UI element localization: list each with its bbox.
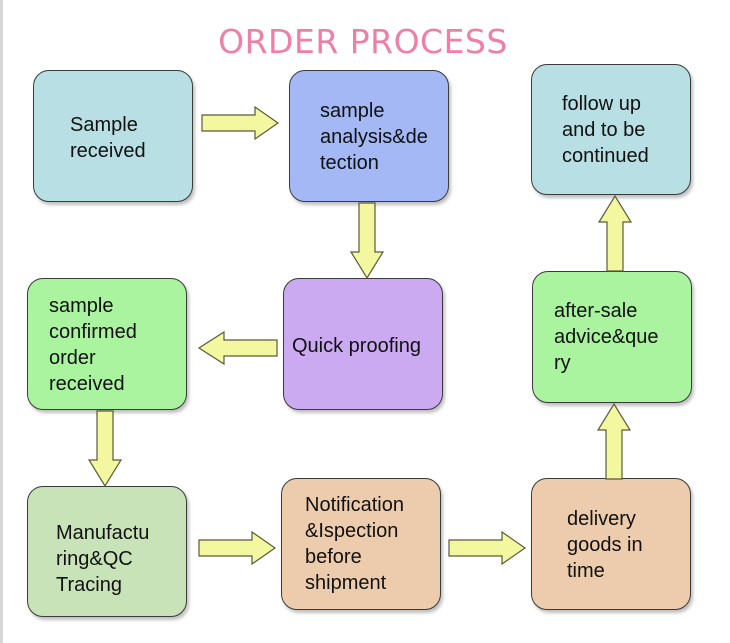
step-follow-up-label: follow up and to be continued bbox=[562, 93, 649, 167]
step-sample-received-label: Sample received bbox=[70, 114, 146, 162]
step-quick-proofing-label: Quick proofing bbox=[292, 335, 421, 357]
left-border bbox=[0, 0, 3, 643]
step-sample-confirmed-label: sample confirmed order received bbox=[49, 295, 137, 395]
step-sample-confirmed: sample confirmed order received bbox=[27, 278, 187, 410]
step-sample-analysis-label: sample analysis&de tection bbox=[320, 100, 428, 174]
diagram-title: ORDER PROCESS bbox=[218, 22, 508, 61]
arrow-right-2 bbox=[198, 530, 277, 566]
step-delivery-label: delivery goods in time bbox=[567, 508, 643, 582]
arrow-down-1 bbox=[349, 202, 385, 280]
arrow-up-1 bbox=[596, 402, 632, 480]
step-notification: Notification &Ispection before shipment bbox=[281, 478, 441, 610]
arrow-right-3 bbox=[448, 530, 527, 566]
step-manufacturing: Manufactu ring&QC Tracing bbox=[27, 486, 187, 617]
arrow-up-2 bbox=[597, 194, 633, 272]
step-notification-label: Notification &Ispection before shipment bbox=[305, 494, 404, 594]
step-manufacturing-label: Manufactu ring&QC Tracing bbox=[56, 522, 150, 596]
step-after-sale-label: after-sale advice&que ry bbox=[554, 300, 659, 374]
step-sample-analysis: sample analysis&de tection bbox=[289, 70, 449, 202]
step-follow-up: follow up and to be continued bbox=[531, 64, 691, 195]
arrow-down-2 bbox=[87, 410, 123, 488]
step-delivery: delivery goods in time bbox=[531, 478, 691, 610]
step-after-sale: after-sale advice&que ry bbox=[532, 271, 692, 403]
step-sample-received: Sample received bbox=[33, 70, 193, 202]
step-quick-proofing: Quick proofing bbox=[283, 278, 443, 410]
arrow-right-1 bbox=[201, 105, 280, 141]
arrow-left-1 bbox=[197, 330, 278, 366]
